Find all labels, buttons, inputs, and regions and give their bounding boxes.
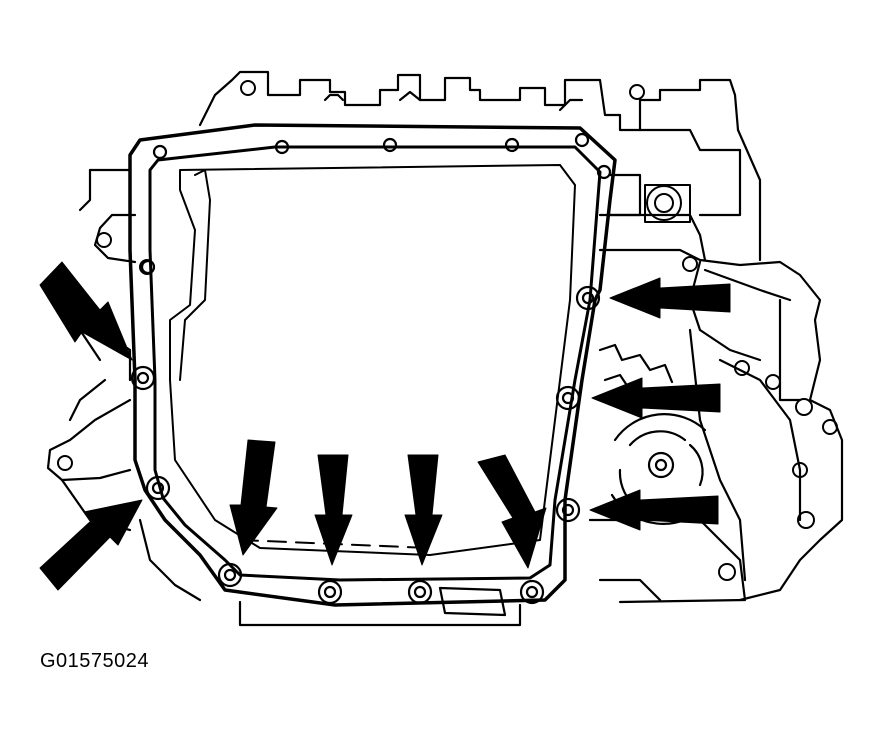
bolt-icon (519, 579, 545, 605)
figure-code: G01575024 (40, 650, 150, 672)
arrow-right-lower (589, 489, 719, 531)
arrow-right-middle (591, 377, 721, 419)
arrow-left-lower (39, 499, 143, 591)
bolt-icon (407, 579, 433, 605)
indicator-arrows (39, 261, 731, 591)
bolt-icon (555, 497, 581, 523)
arrow-bottom-3 (404, 454, 443, 566)
transmission-case (46, 70, 844, 627)
flange-holes (140, 132, 612, 275)
arrow-right-upper (609, 277, 731, 319)
case-holes (57, 80, 838, 581)
oil-pan-flange-inner (148, 145, 602, 582)
bolt-icon (555, 385, 581, 411)
arrow-left-upper (39, 261, 133, 361)
oil-pan-bolts (130, 285, 601, 605)
oil-pan-flange-outer (128, 123, 617, 607)
oil-pan-recess (169, 164, 576, 556)
arrow-bottom-1 (229, 439, 278, 556)
bolt-icon (575, 285, 601, 311)
bolt-icon (130, 365, 156, 391)
arrow-bottom-4 (477, 454, 547, 569)
bolt-icon (317, 579, 343, 605)
arrow-bottom-2 (314, 454, 353, 566)
bolt-icon (145, 475, 171, 501)
bolt-icon (217, 562, 243, 588)
